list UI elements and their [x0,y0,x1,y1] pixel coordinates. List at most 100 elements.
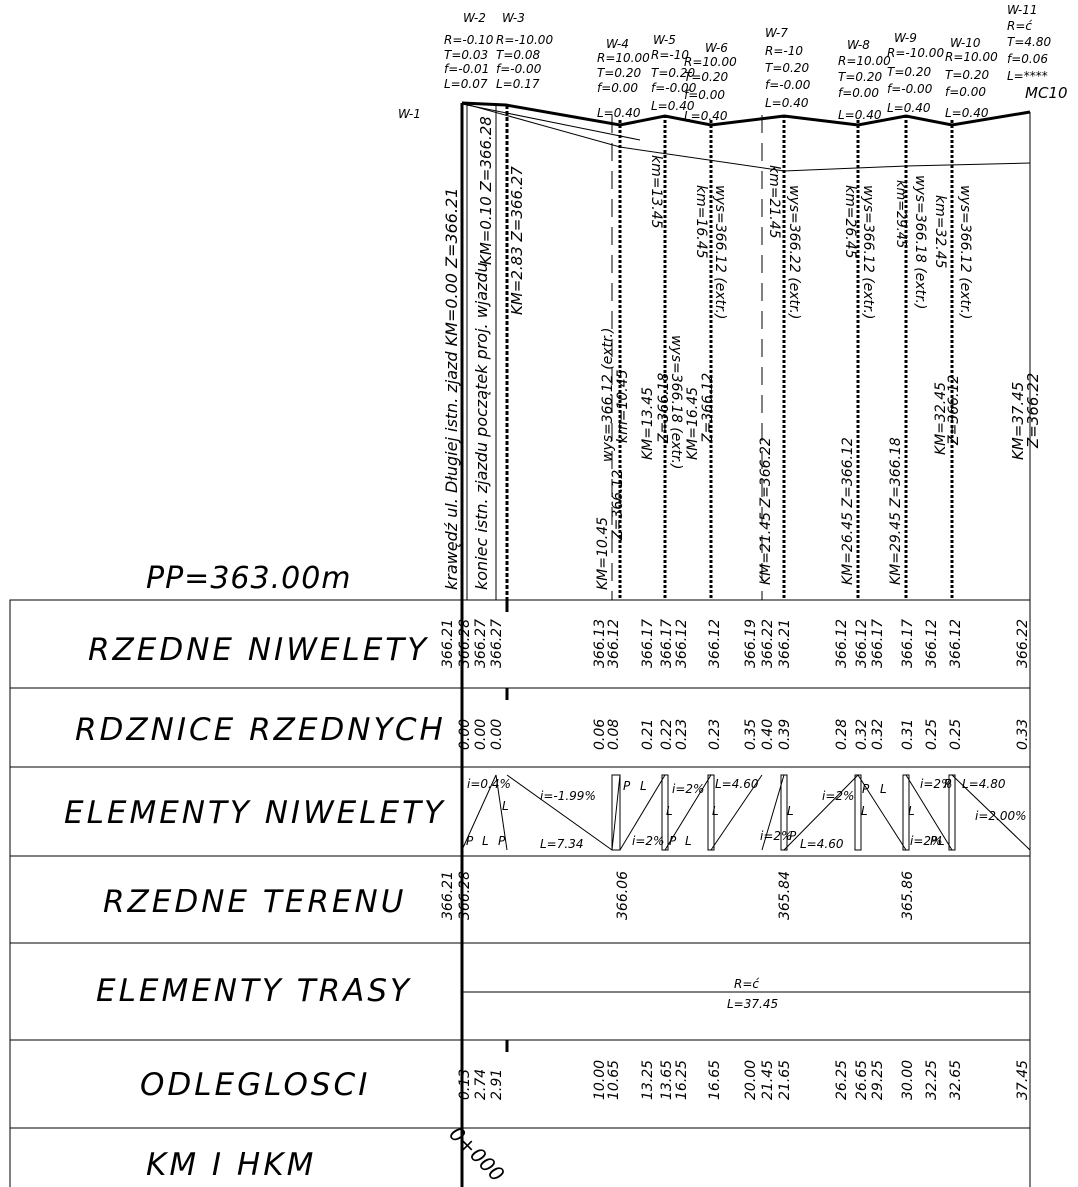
note-km2945: KM=29.45 Z=366.18 [888,437,904,585]
value-cell: 16.25 [674,1060,690,1100]
value-cell: 0.00 [473,719,489,750]
value-cell: 13.65 [659,1060,675,1100]
value-cell: 366.28 [457,619,473,668]
vertex-w2: W-2 R=-0.10 T=0.03 f=-0.01 L=0.07 [444,11,494,91]
value-cell: 366.17 [659,619,675,668]
vertex-w5: W-5 R=-10 T=0.20 f=-0.00 L=0.40 [651,33,697,113]
value-cell: 366.17 [870,619,886,668]
note-z3245: Z=366.12 [946,375,962,446]
value-cell: i=2% [632,834,664,848]
value-cell: P [669,834,677,848]
profile-table: RZEDNE NIWELETY RDZNICE RZEDNYCH ELEMENT… [9,599,1031,1187]
note-start-edge: krawędź ul. Długiej istn. zjazd KM=0.00 … [442,188,461,590]
value-cell: 32.65 [948,1060,964,1100]
note-wys1645: wys=366.12 (extr.) [712,185,728,319]
value-cell: 0.22 [659,719,675,750]
value-cell: 0.35 [743,719,759,750]
value-cell: 2.74 [473,1069,489,1100]
value-cell: 366.22 [1015,619,1031,668]
note-km2145: KM=21.45 Z=366.22 [758,437,774,585]
value-cell: i=2% [760,829,792,843]
value-cell: L [666,804,673,818]
value-cell: 37.45 [1015,1060,1031,1100]
vertex-w5-l: L=0.40 [651,99,695,113]
value-cell: 0.06 [592,719,608,750]
row-values-rzedne-terenu: 366.21 366.28 366.06 365.84 365.86 [440,871,916,920]
vertex-w7-t: T=0.20 [765,61,809,75]
note-kmsmall3245: km=32.45 [932,195,948,269]
value-cell: 0.25 [924,719,940,750]
value-cell: 21.65 [777,1060,793,1100]
vertex-w7-l: L=0.40 [765,96,809,110]
chainage-label: 0+000 [444,1122,509,1187]
value-cell: 366.27 [489,619,505,668]
vertex-w1-id: W-1 [398,107,421,121]
row-values-odleglosci: 0.13 2.74 2.91 10.00 10.65 13.25 13.65 1… [457,1060,1031,1100]
row-title-rzedne-niwelety: RZEDNE NIWELETY [88,632,429,668]
vertex-w11-t: T=4.80 [1007,35,1051,49]
vertex-w6-t: T=0.20 [684,70,728,84]
value-cell: 0.00 [489,719,505,750]
value-cell: i=2% [910,834,942,848]
vertex-w11-r: R=ć [1007,19,1032,33]
value-cell: 366.12 [606,619,622,668]
value-cell: i=2% [822,789,854,803]
value-cell: 0.08 [606,719,622,750]
value-cell: i=2.00% [975,809,1027,823]
point-notes: krawędź ul. Długiej istn. zjazd KM=0.00 … [442,116,1042,590]
value-cell: 2.91 [489,1069,505,1100]
value-cell: 0.39 [777,719,793,750]
value-cell: 366.21 [777,619,793,668]
grade-element-curve-box [707,774,715,851]
value-cell: 0.40 [760,719,776,750]
value-cell: L [712,804,719,818]
vertex-w3-t: T=0.08 [496,48,540,62]
value-cell: 0.23 [707,719,723,750]
note-kmsmall2645: km=26.45 [842,185,858,259]
vertex-w9: W-9 R=-10.00 T=0.20 f=-0.00 L=0.40 [887,31,944,115]
value-cell: P [944,777,952,791]
value-cell: 366.21 [440,871,456,920]
note-z1345: Z=366.18 [656,373,672,444]
value-cell: 16.65 [707,1060,723,1100]
vertex-w9-id: W-9 [894,31,917,45]
vertex-w8-t: T=0.20 [838,70,882,84]
vertex-w2-l: L=0.07 [444,77,488,91]
value-cell: i=-1.99% [540,789,596,803]
value-cell: 366.06 [615,871,631,920]
value-cell: L [880,782,887,796]
value-cell: 366.12 [707,619,723,668]
value-cell: L=7.34 [540,837,583,851]
vertex-w3-f: f=-0.00 [496,62,542,76]
vertex-w4-r: R=10.00 [597,51,650,65]
vertex-w11-f: f=0.06 [1007,52,1048,66]
vertex-w4-f: f=0.00 [597,81,638,95]
value-cell: 0.21 [640,719,656,750]
vertex-w6: W-6 R=10.00 T=0.20 f=0.00 L=0.40 [684,41,737,123]
row-title-elementy-trasy: ELEMENTY TRASY [96,973,412,1009]
value-cell: 365.86 [900,871,916,920]
vertex-w8-id: W-8 [847,38,870,52]
note-wys3245: wys=366.12 (extr.) [957,185,973,319]
row-title-km-i-hkm: KM I HKM [146,1147,316,1183]
vertex-w7-id: W-7 [765,26,788,40]
value-cell: 30.00 [900,1060,916,1100]
note-km1045: KM=10.45 [595,517,611,590]
value-cell: R=ć [734,977,759,991]
value-cell: L [640,779,647,793]
vertex-w5-r: R=-10 [651,48,689,62]
note-km2645: KM=26.45 Z=366.12 [840,437,856,585]
note-proj-start: koniec istn. zjazdu początek proj. wjazd… [472,262,491,590]
value-cell: 366.28 [457,871,473,920]
value-cell: 32.25 [924,1060,940,1100]
value-cell: P [498,834,506,848]
value-cell: 0.25 [948,719,964,750]
vertex-w5-f: f=-0.00 [651,81,697,95]
value-cell: 21.45 [760,1060,776,1100]
value-cell: 366.22 [760,619,776,668]
vertex-w11-id: W-11 [1007,3,1038,17]
note-kmsmall1645: km=16.45 [693,185,709,259]
note-z1045: Z=366.12 [610,470,626,541]
value-cell: L=4.60 [800,837,844,851]
grade-element-curve-box [611,774,621,851]
